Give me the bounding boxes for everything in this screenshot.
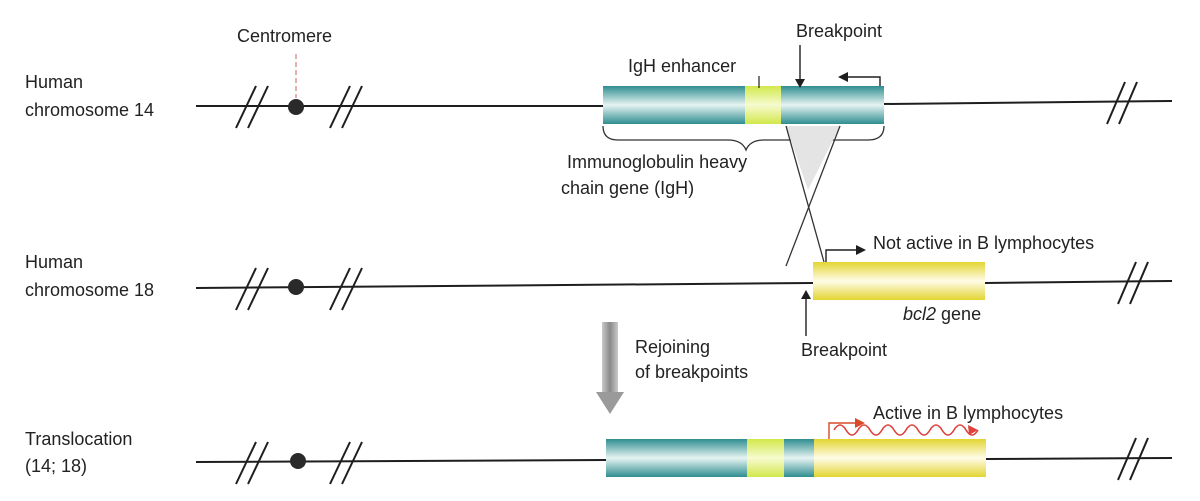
centromere-label: Centromere xyxy=(237,26,332,46)
igh-enhancer-segment xyxy=(745,86,781,124)
chromosome-break-icon xyxy=(235,85,269,129)
chromosome-line xyxy=(985,457,1173,460)
transcript-squiggle-icon xyxy=(833,424,979,436)
centromere-dot-icon xyxy=(288,99,304,115)
igh-gene-brace xyxy=(602,125,885,152)
chromosome-break-icon xyxy=(329,85,363,129)
row-label-line2: chromosome 18 xyxy=(25,280,154,300)
row-chromosome-14: Human chromosome 14 Centromere IgH enhan… xyxy=(25,21,1173,198)
igh-enhancer-segment xyxy=(747,439,784,477)
chromosome-break-icon xyxy=(1117,261,1149,305)
row-label-line2: (14; 18) xyxy=(25,456,87,476)
breakpoint-bottom-label: Breakpoint xyxy=(801,340,887,360)
igh-gene-segment xyxy=(603,86,745,124)
chromosome-line xyxy=(882,100,1173,105)
bcl2-gene-label: bcl2 gene xyxy=(903,304,981,324)
breakpoint-arrow-head xyxy=(795,79,805,88)
crossover-line xyxy=(785,125,825,263)
active-label: Active in B lymphocytes xyxy=(873,403,1063,423)
rejoining-label-line1: Rejoining xyxy=(635,337,710,357)
igh-gene-label-line2: chain gene (IgH) xyxy=(561,178,694,198)
row-label-line2: chromosome 14 xyxy=(25,100,154,120)
row-translocation: Translocation (14; 18) Active in B lymph… xyxy=(25,403,1173,485)
breakpoint-arrow-head xyxy=(801,290,811,299)
row-label-line1: Translocation xyxy=(25,429,132,449)
promoter-arrow-icon xyxy=(825,245,866,262)
igh-gene-segment xyxy=(784,439,814,477)
down-arrow-icon xyxy=(596,322,624,414)
igh-gene-label-line1: Immunoglobulin heavy xyxy=(567,152,747,172)
promoter-arrow-icon xyxy=(828,418,865,439)
breakpoint-label: Breakpoint xyxy=(796,21,882,41)
centromere-dot-icon xyxy=(288,279,304,295)
crossover-shade xyxy=(786,126,840,190)
promoter-arrow-icon xyxy=(838,72,881,86)
rejoining-label-line2: of breakpoints xyxy=(635,362,748,382)
chromosome-line xyxy=(195,459,607,463)
centromere-dot-icon xyxy=(290,453,306,469)
chromosome-break-icon xyxy=(329,441,363,485)
igh-gene-segment xyxy=(781,86,884,124)
igh-gene-segment xyxy=(606,439,747,477)
row-chromosome-18: Human chromosome 18 Not active in B lymp… xyxy=(25,233,1173,360)
bcl2-italic: bcl2 xyxy=(903,304,936,324)
chromosome-break-icon xyxy=(1106,81,1138,125)
chromosome-break-icon xyxy=(235,267,269,311)
bcl2-gene-bar xyxy=(814,439,986,477)
transcript-arrow-head xyxy=(968,425,978,435)
crossover-exchange xyxy=(785,125,841,267)
chromosome-break-icon xyxy=(329,267,363,311)
bcl2-gene-bar xyxy=(813,262,985,300)
row-label-line1: Human xyxy=(25,252,83,272)
crossover-line xyxy=(785,125,841,267)
row-label-line1: Human xyxy=(25,72,83,92)
chromosome-break-icon xyxy=(235,441,269,485)
not-active-label: Not active in B lymphocytes xyxy=(873,233,1094,253)
bcl2-suffix: gene xyxy=(936,304,981,324)
chromosome-line xyxy=(984,280,1173,284)
igh-enhancer-label: IgH enhancer xyxy=(628,56,736,76)
chromosome-break-icon xyxy=(1117,437,1149,481)
